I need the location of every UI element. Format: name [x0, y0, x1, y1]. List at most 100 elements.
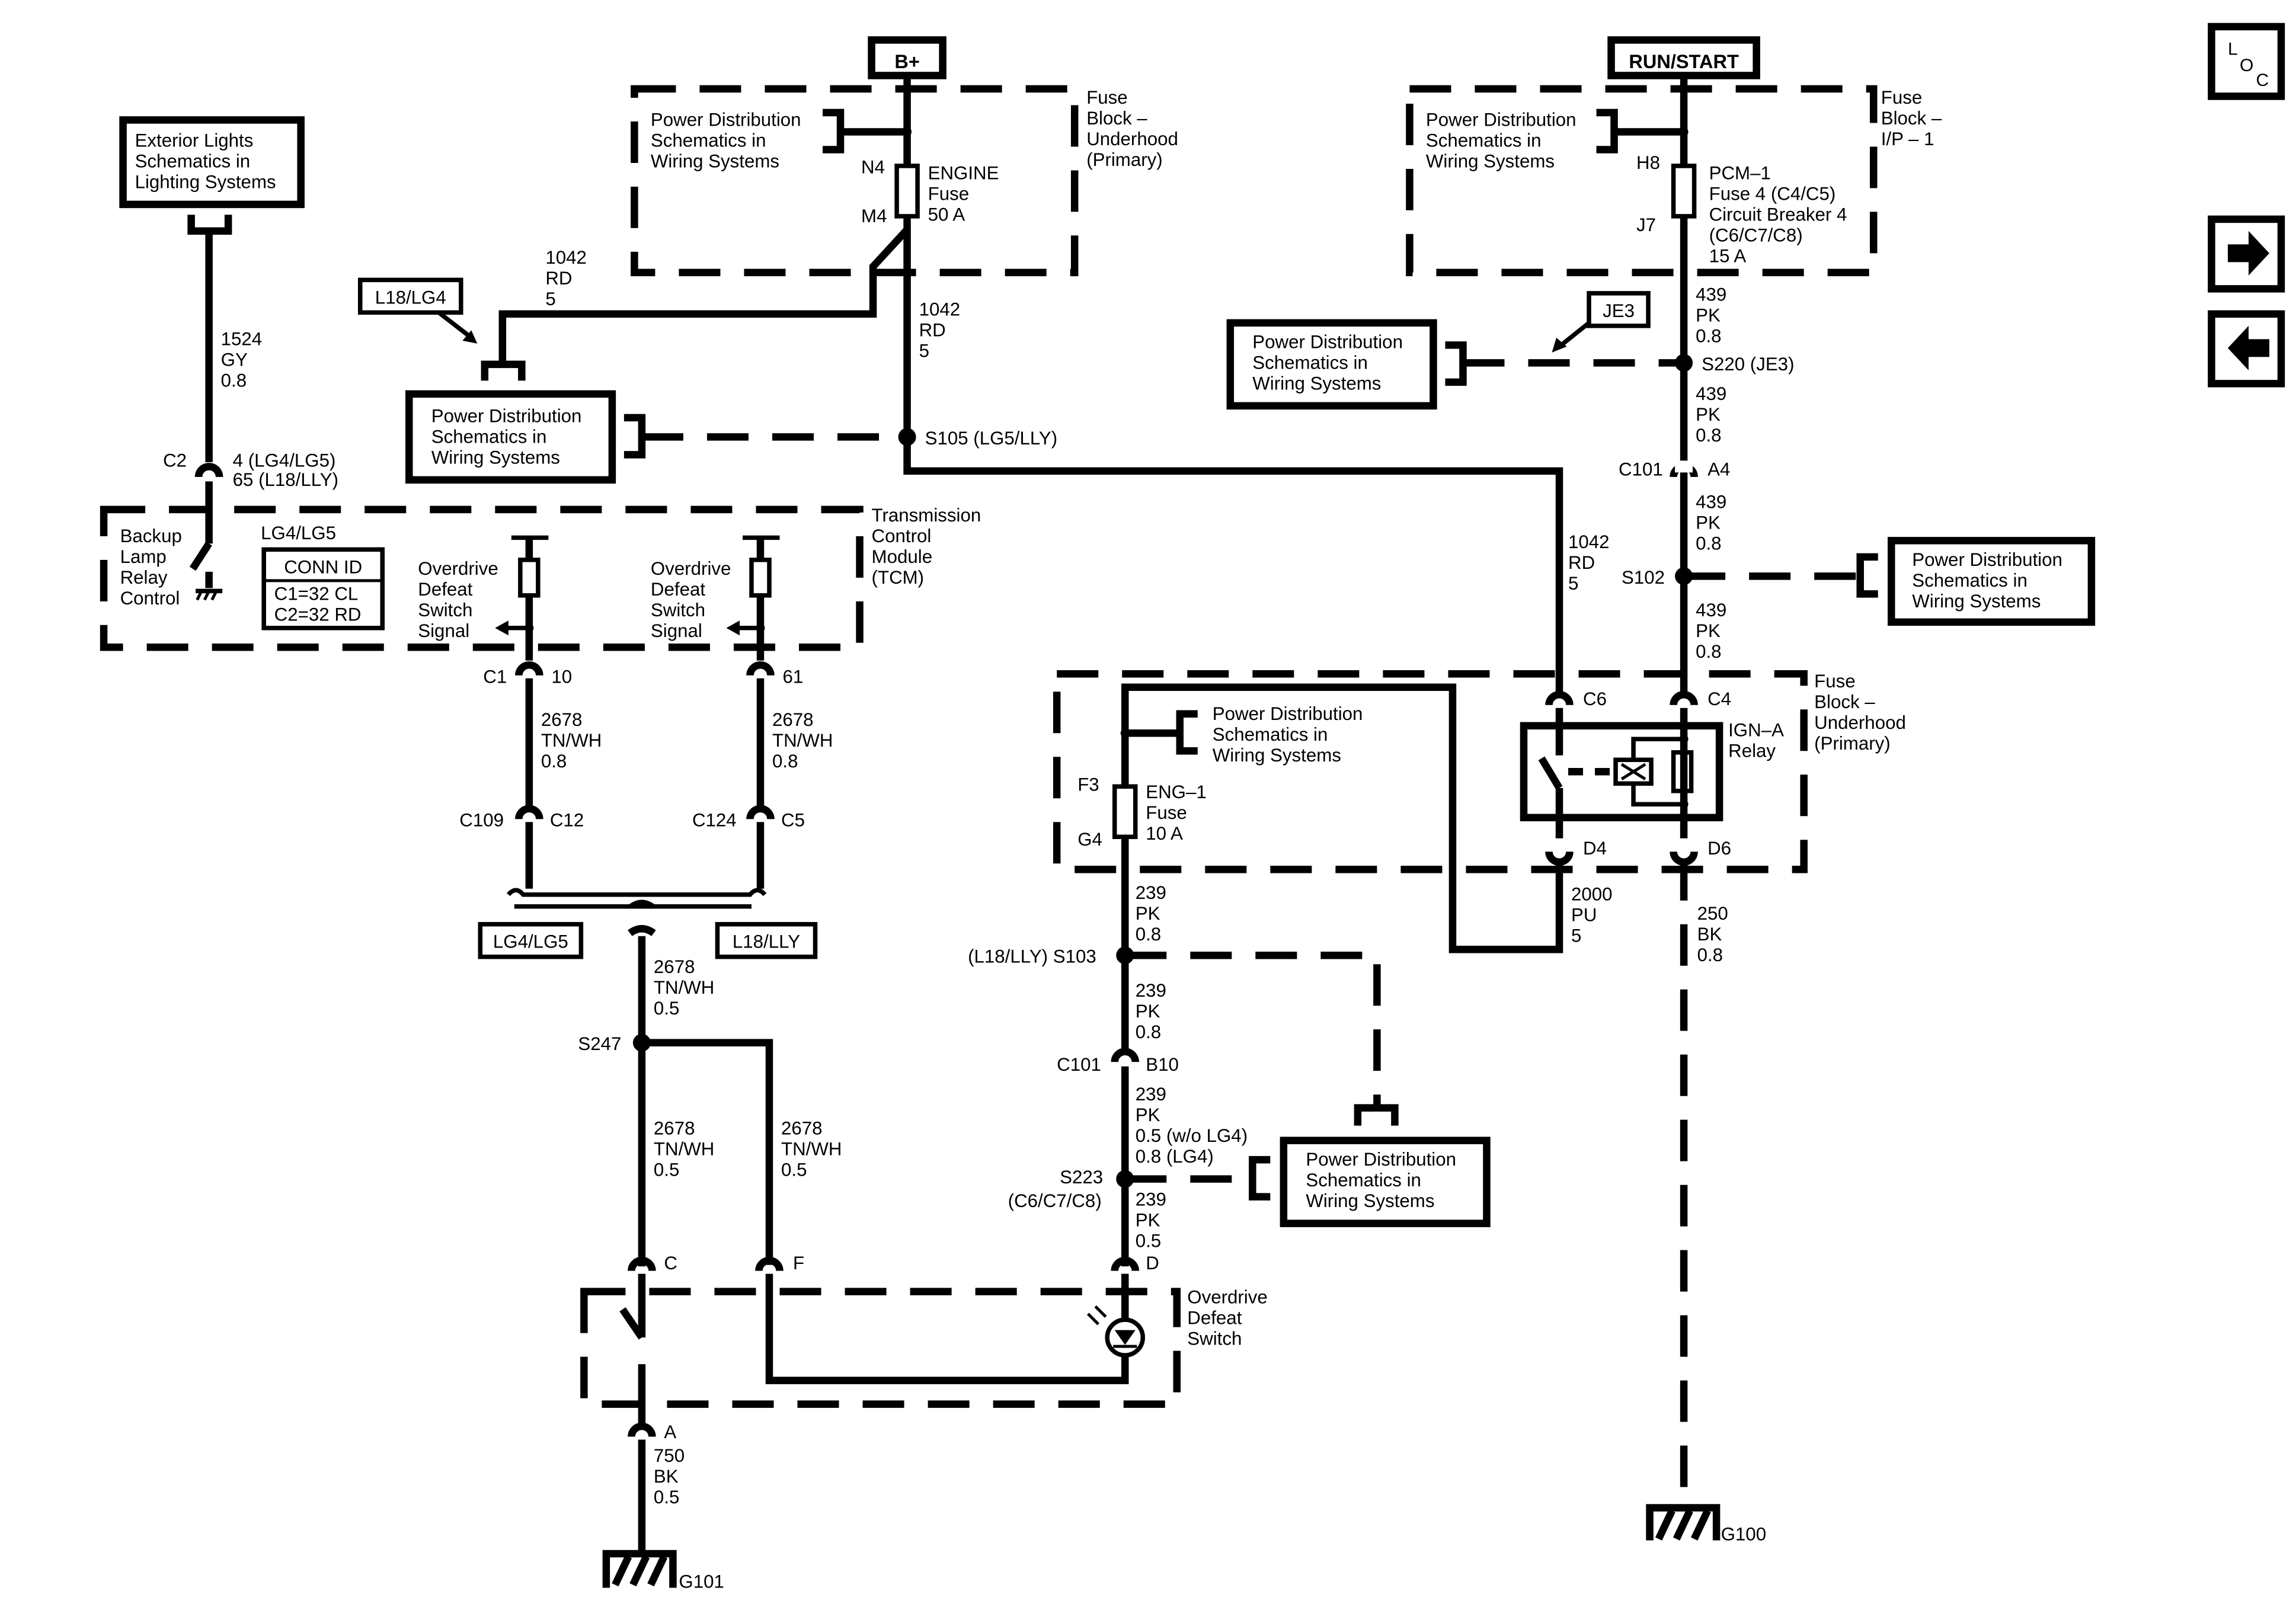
wire-2000-label: 2000 PU 5: [1571, 884, 1613, 946]
splice-s220: [1675, 354, 1693, 372]
connector-pin-a: A: [664, 1422, 676, 1442]
svg-text:Underhood: Underhood: [1086, 129, 1178, 149]
power-distribution-ref-s223: Power Distribution Schematics in Wiring …: [1280, 1137, 1491, 1227]
svg-text:0.5: 0.5: [781, 1160, 807, 1180]
svg-text:Overdrive: Overdrive: [418, 558, 498, 579]
connector-pin-c: C: [664, 1253, 677, 1273]
b-plus-source: B+: [868, 36, 946, 79]
svg-text:0.8: 0.8: [1696, 533, 1721, 553]
ground-g101-icon: [602, 1550, 677, 1588]
svg-text:(Primary): (Primary): [1086, 149, 1162, 170]
svg-text:(C6/C7/C8): (C6/C7/C8): [1709, 225, 1803, 245]
wire-439-a-label: 439 PK 0.8: [1696, 284, 1726, 346]
connector-pin-10: 10: [551, 666, 572, 687]
option-tag-l18-lg4: L18/LG4: [357, 277, 463, 315]
connector-c5-label: C5: [781, 810, 805, 831]
svg-text:TN/WH: TN/WH: [772, 730, 833, 751]
svg-text:Schematics in: Schematics in: [135, 151, 251, 171]
svg-text:Fuse: Fuse: [1814, 671, 1856, 692]
svg-text:239: 239: [1136, 1084, 1166, 1105]
fuse-block-ip-label: Fuse Block – I/P – 1: [1881, 87, 1942, 149]
svg-text:50 A: 50 A: [928, 204, 965, 225]
svg-text:2678: 2678: [781, 1118, 823, 1139]
svg-text:Relay: Relay: [120, 567, 168, 588]
exterior-lights-reference: Exterior Lights Schematics in Lighting S…: [119, 116, 305, 209]
wire-1042-right-label: 1042 RD 5: [1568, 532, 1610, 594]
svg-text:0.8: 0.8: [1696, 641, 1721, 662]
svg-text:RUN/START: RUN/START: [1629, 51, 1739, 72]
wire-239-d-label: 239 PK 0.5: [1136, 1189, 1166, 1251]
svg-text:0.5 (w/o LG4): 0.5 (w/o LG4): [1136, 1125, 1248, 1146]
loc-button[interactable]: L O C: [2208, 23, 2285, 100]
svg-text:TN/WH: TN/WH: [654, 1139, 714, 1160]
svg-text:0.8: 0.8: [772, 751, 798, 772]
svg-text:0.5: 0.5: [654, 1160, 679, 1180]
wire-239-c-label: 239 PK 0.5 (w/o LG4) 0.8 (LG4): [1136, 1084, 1248, 1167]
connector-c109-label: C109: [459, 810, 504, 831]
svg-text:2678: 2678: [654, 1118, 695, 1139]
od-switch-signal-left: Overdrive Defeat Switch Signal: [418, 535, 549, 661]
svg-text:439: 439: [1696, 284, 1726, 305]
connector-pin-a4: A4: [1707, 459, 1730, 479]
svg-text:Exterior Lights: Exterior Lights: [135, 130, 254, 151]
splice-s102-label: S102: [1622, 567, 1665, 588]
wire-1042-mid-label: 1042 RD 5: [919, 299, 961, 361]
svg-text:Schematics in: Schematics in: [651, 130, 766, 151]
relay-terminal-c4: C4: [1707, 689, 1731, 709]
power-distribution-ref-s220: Power Distribution Schematics in Wiring …: [1226, 319, 1437, 410]
power-distribution-ref-s105: Power Distribution Schematics in Wiring …: [405, 390, 616, 484]
svg-text:2678: 2678: [541, 709, 583, 730]
relay-terminal-d4: D4: [1583, 838, 1607, 859]
ground-g100-icon: [1646, 1504, 1721, 1541]
wire-2678-c-label: 2678 TN/WH 0.5: [654, 956, 714, 1019]
ign-a-relay-label: IGN–A Relay: [1728, 719, 1784, 761]
indicator-lamp-icon: [1086, 1305, 1145, 1358]
svg-text:LG4/LG5: LG4/LG5: [493, 932, 568, 952]
tcm-label: Transmission Control Module (TCM): [872, 505, 981, 588]
fuse-block-lower-label: Fuse Block – Underhood (Primary): [1814, 671, 1906, 754]
svg-text:PK: PK: [1136, 903, 1160, 924]
engine-fuse-terminal-n4: N4: [861, 156, 885, 177]
svg-text:Transmission: Transmission: [872, 505, 981, 526]
svg-text:PK: PK: [1696, 305, 1721, 325]
svg-text:JE3: JE3: [1603, 300, 1635, 321]
svg-text:Wiring Systems: Wiring Systems: [1306, 1190, 1434, 1211]
eng1-fuse-terminal-g4: G4: [1077, 829, 1102, 850]
svg-text:Wiring Systems: Wiring Systems: [1912, 591, 2041, 612]
svg-text:Control: Control: [120, 588, 180, 609]
svg-text:Overdrive: Overdrive: [1187, 1287, 1267, 1308]
svg-text:PK: PK: [1136, 1105, 1160, 1125]
svg-text:750: 750: [654, 1445, 685, 1466]
svg-text:Block –: Block –: [1086, 108, 1147, 129]
wire-439-b-label: 439 PK 0.8: [1696, 383, 1726, 446]
wire-1524-label: 1524 GY 0.8: [221, 328, 263, 391]
svg-text:0.8: 0.8: [1697, 945, 1723, 965]
relay-terminal-c6: C6: [1583, 689, 1607, 709]
svg-text:Fuse: Fuse: [928, 183, 970, 204]
svg-text:2000: 2000: [1571, 884, 1613, 905]
wire-2678-d-label: 2678 TN/WH 0.5: [654, 1118, 714, 1180]
svg-text:Wiring Systems: Wiring Systems: [1213, 745, 1341, 766]
ground-g101-label: G101: [679, 1571, 724, 1592]
connector-pin-b10: B10: [1146, 1054, 1179, 1075]
svg-text:GY: GY: [221, 349, 248, 370]
connector-c2-label: C2: [163, 450, 187, 470]
svg-text:C: C: [2256, 71, 2269, 90]
svg-text:5: 5: [919, 340, 929, 361]
next-page-button[interactable]: [2208, 215, 2285, 293]
svg-text:5: 5: [545, 289, 555, 309]
svg-text:Schematics in: Schematics in: [1306, 1170, 1421, 1190]
svg-text:L18/LLY: L18/LLY: [733, 932, 800, 952]
svg-text:1524: 1524: [221, 328, 263, 349]
wire-439-c-label: 439 PK 0.8: [1696, 491, 1726, 553]
fuse-block-primary-label: Fuse Block – Underhood (Primary): [1086, 87, 1178, 170]
connector-c2-pin-65: 65 (L18/LLY): [233, 469, 338, 490]
svg-text:BK: BK: [654, 1466, 679, 1487]
od-switch-contact: [619, 1307, 645, 1340]
previous-page-button[interactable]: [2208, 310, 2285, 388]
backup-lamp-relay-control-label: Backup Lamp Relay Control: [120, 526, 182, 609]
svg-text:Power Distribution: Power Distribution: [1426, 109, 1576, 130]
od-defeat-switch-label: Overdrive Defeat Switch: [1187, 1287, 1267, 1349]
right-arrow-icon: [2227, 231, 2269, 276]
svg-text:Schematics in: Schematics in: [431, 426, 547, 447]
